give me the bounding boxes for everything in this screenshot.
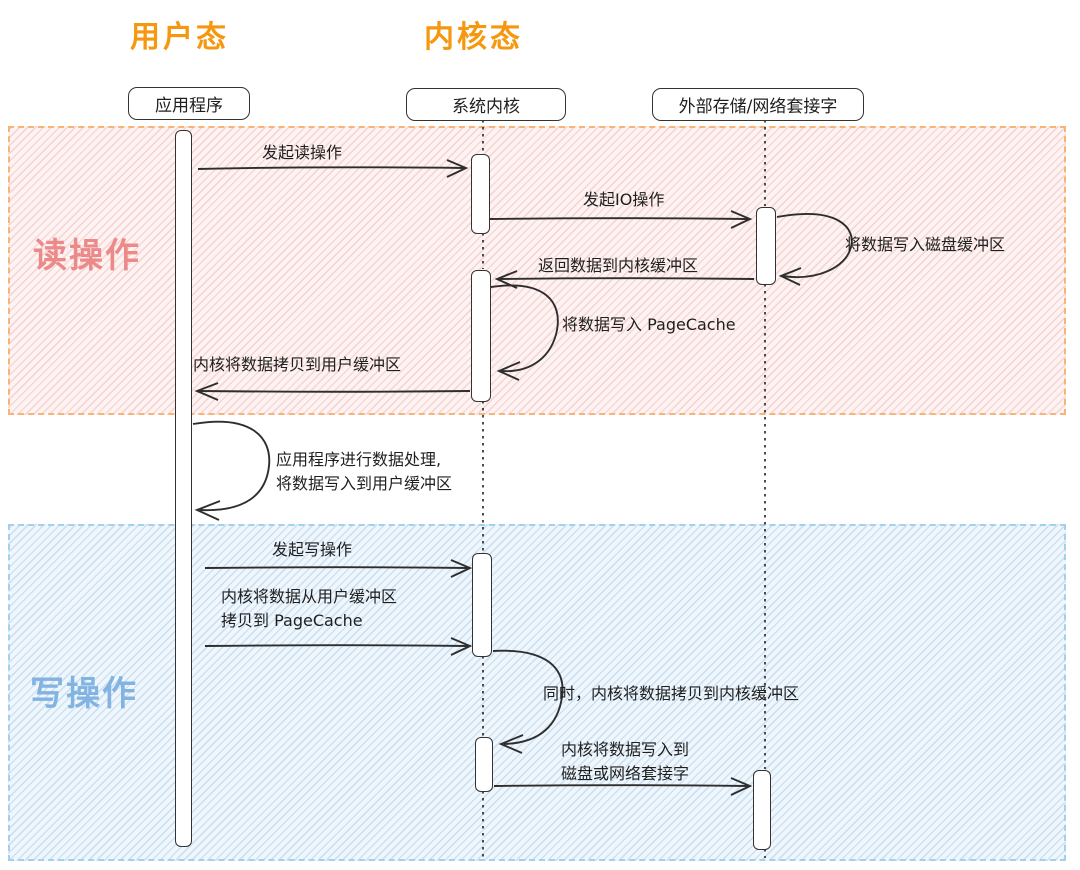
kernel-mode-header: 内核态 bbox=[424, 20, 523, 55]
lifeline-box-application: 应用程序 bbox=[128, 87, 250, 120]
activation-bar-kernel-read-1 bbox=[471, 154, 490, 234]
read-operation-label: 读操作 bbox=[33, 236, 141, 276]
message-copy-from-user-buffer-line1: 内核将数据从用户缓冲区 bbox=[221, 587, 398, 606]
user-mode-header: 用户态 bbox=[130, 20, 229, 55]
message-copy-to-user-buffer: 内核将数据拷贝到用户缓冲区 bbox=[193, 355, 402, 374]
message-write-to-disk-or-socket-line2: 磁盘或网络套接字 bbox=[561, 764, 690, 783]
activation-bar-application bbox=[175, 130, 192, 847]
activation-bar-external-write bbox=[753, 770, 771, 850]
activation-bar-kernel-read-2 bbox=[471, 270, 491, 402]
message-app-process-data-line1: 应用程序进行数据处理, bbox=[276, 450, 442, 469]
message-write-to-disk-or-socket-line1: 内核将数据写入到 bbox=[561, 740, 690, 759]
message-arrows bbox=[192, 159, 853, 796]
message-write-to-disk-or-socket: 内核将数据写入到 磁盘或网络套接字 bbox=[561, 738, 689, 786]
message-copy-from-user-buffer-line2: 拷贝到 PageCache bbox=[221, 611, 363, 630]
activation-bar-external-read bbox=[756, 207, 776, 285]
message-copy-to-kernel-buffer: 同时，内核将数据拷贝到内核缓冲区 bbox=[543, 684, 800, 703]
message-app-process-data: 应用程序进行数据处理, 将数据写入到用户缓冲区 bbox=[276, 448, 452, 496]
message-write-to-disk-buffer: 将数据写入磁盘缓冲区 bbox=[845, 235, 1006, 254]
message-copy-from-user-buffer: 内核将数据从用户缓冲区 拷贝到 PageCache bbox=[221, 585, 397, 633]
message-write-to-pagecache: 将数据写入 PageCache bbox=[562, 315, 736, 334]
lifeline-dotted-segments bbox=[482, 120, 766, 858]
message-initiate-write: 发起写操作 bbox=[272, 540, 353, 559]
message-return-data-to-kernel-buffer: 返回数据到内核缓冲区 bbox=[538, 256, 699, 275]
activation-bar-kernel-write-1 bbox=[472, 553, 492, 657]
message-initiate-io: 发起IO操作 bbox=[583, 190, 665, 209]
message-app-process-data-line2: 将数据写入到用户缓冲区 bbox=[276, 474, 453, 493]
lifeline-box-system-kernel: 系统内核 bbox=[406, 88, 566, 121]
lifeline-box-external-storage: 外部存储/网络套接字 bbox=[652, 88, 864, 121]
write-operation-label: 写操作 bbox=[30, 674, 138, 714]
message-initiate-read: 发起读操作 bbox=[262, 143, 343, 162]
activation-bar-kernel-write-2 bbox=[475, 737, 493, 792]
